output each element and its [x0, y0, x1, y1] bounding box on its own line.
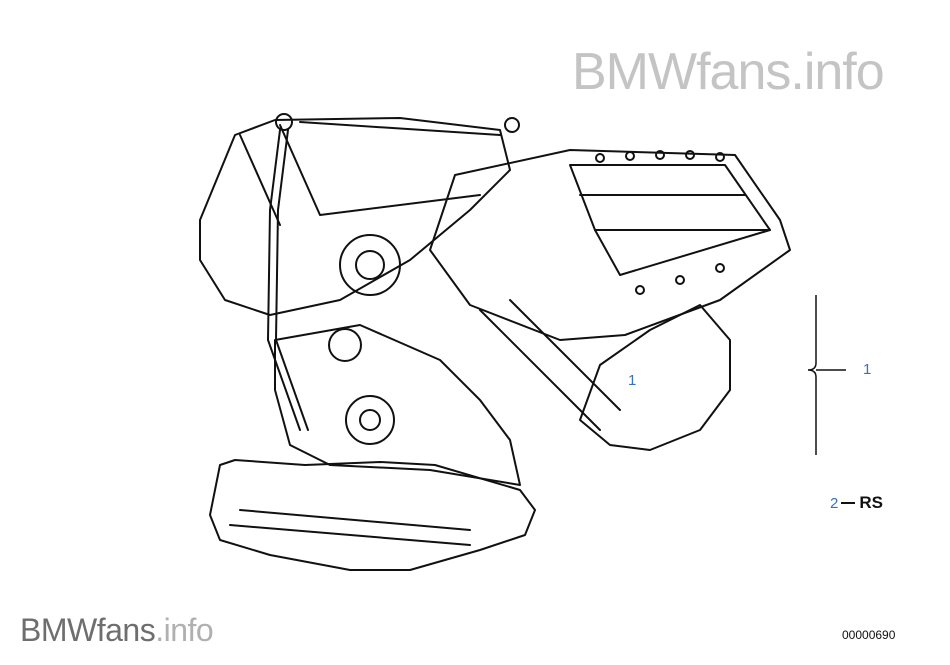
legend-item-rs: 2 RS: [830, 493, 883, 513]
water-pump: [339, 234, 401, 296]
valve-cover-bolts: [595, 150, 725, 295]
callout-1-drawing[interactable]: 1: [628, 372, 637, 389]
watermark-bottom-main: BMWfans: [20, 612, 156, 648]
watermark-top: BMWfans.info: [572, 43, 885, 101]
idler-pulley: [328, 328, 362, 362]
diagram-code: 00000690: [842, 628, 896, 642]
crank-pulley: [345, 395, 395, 445]
engine-block: [274, 324, 521, 486]
bracket-line: [808, 295, 846, 455]
watermark-bottom: BMWfans.info: [20, 612, 214, 649]
legend-label: RS: [859, 493, 883, 512]
watermark-bottom-suffix: .info: [155, 612, 214, 648]
rear-housing: [579, 304, 731, 451]
oil-pan: [209, 459, 536, 571]
legend-number[interactable]: 2: [830, 494, 839, 512]
dipstick-tube: [267, 129, 301, 431]
engine-illustration: [199, 113, 791, 571]
left-cylinder-head: [199, 117, 511, 316]
callout-1-list[interactable]: 1: [863, 361, 872, 378]
right-valve-cover: [429, 149, 791, 341]
lifting-eye: [504, 117, 520, 133]
legend-dash: [841, 502, 856, 504]
